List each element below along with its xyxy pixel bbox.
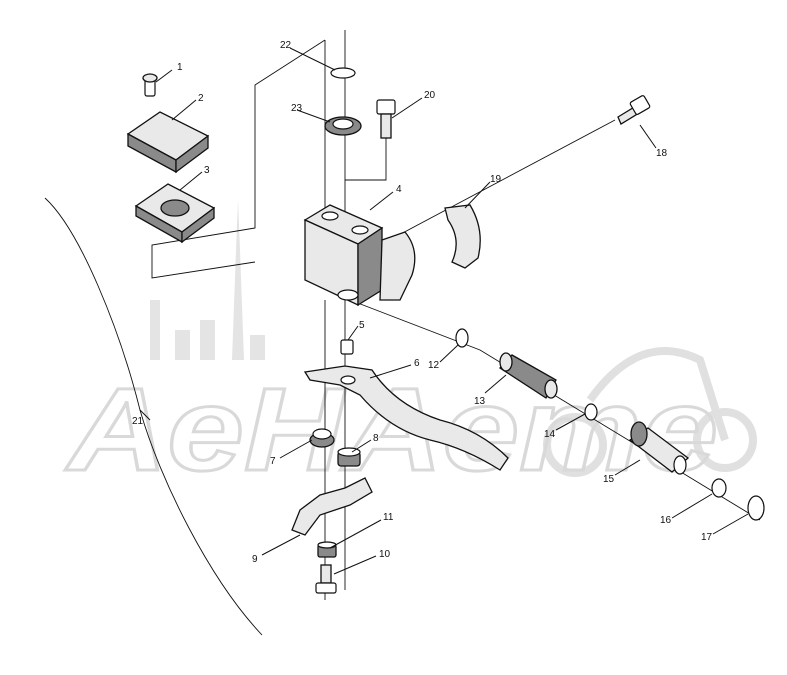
- callout-5: 5: [359, 320, 365, 331]
- callout-10: 10: [379, 549, 391, 560]
- part-17-washer: [747, 495, 765, 521]
- part-20-bolt: [376, 99, 396, 139]
- callout-7: 7: [270, 456, 276, 467]
- part-10-screw: [315, 564, 337, 594]
- watermark-motorcycle-icon: [543, 347, 757, 477]
- callout-13: 13: [474, 396, 486, 407]
- part-6-lever: [303, 365, 509, 471]
- part-12-washer: [455, 328, 469, 348]
- callout-2: 2: [198, 93, 204, 104]
- callout-22: 22: [280, 40, 292, 51]
- callout-11: 11: [383, 512, 394, 523]
- part-9-bracket: [291, 477, 373, 536]
- part-6-lever-hole: [340, 375, 356, 385]
- part-16-seal: [711, 478, 727, 498]
- callout-20: 20: [424, 90, 436, 101]
- callout-12: 12: [428, 360, 440, 371]
- callout-4: 4: [396, 184, 402, 195]
- callout-17: 17: [701, 532, 713, 543]
- callout-labels: 1 2 3 4 5 6 7 8 9 10 11 12 13 14 15 16 1…: [132, 40, 713, 565]
- watermark-skyline-icon: [150, 200, 265, 360]
- part-5-bushing: [340, 339, 354, 355]
- watermark-text: AeHAeme: [65, 364, 718, 496]
- part-23-washer: [324, 116, 362, 136]
- part-18-bolt: [617, 95, 651, 125]
- part-8-nut: [337, 447, 361, 467]
- watermark: AeHAeme: [63, 200, 757, 498]
- callout-6: 6: [414, 358, 420, 369]
- part-4-master-cylinder: [303, 204, 416, 307]
- part-3-diaphragm: [134, 183, 216, 244]
- callout-8: 8: [373, 433, 379, 444]
- callout-23: 23: [291, 103, 303, 114]
- callout-3: 3: [204, 165, 210, 176]
- part-1-screw: [142, 73, 158, 97]
- callout-16: 16: [660, 515, 672, 526]
- callout-19: 19: [490, 174, 502, 185]
- part-13-boot: [499, 352, 558, 399]
- callout-9: 9: [252, 554, 258, 565]
- leader-lines: [139, 47, 749, 575]
- part-15-piston: [628, 421, 690, 475]
- part-14-washer: [584, 403, 598, 421]
- part-19-clamp: [444, 204, 481, 269]
- callout-21: 21: [132, 416, 144, 427]
- part-7-spring: [309, 428, 335, 448]
- part-11-nut: [317, 541, 337, 558]
- callout-14: 14: [544, 429, 556, 440]
- part-2-reservoir-cap: [126, 111, 210, 174]
- part-22-washer: [330, 67, 356, 79]
- callout-15: 15: [603, 474, 615, 485]
- callout-1: 1: [177, 62, 183, 73]
- callout-18: 18: [656, 148, 668, 159]
